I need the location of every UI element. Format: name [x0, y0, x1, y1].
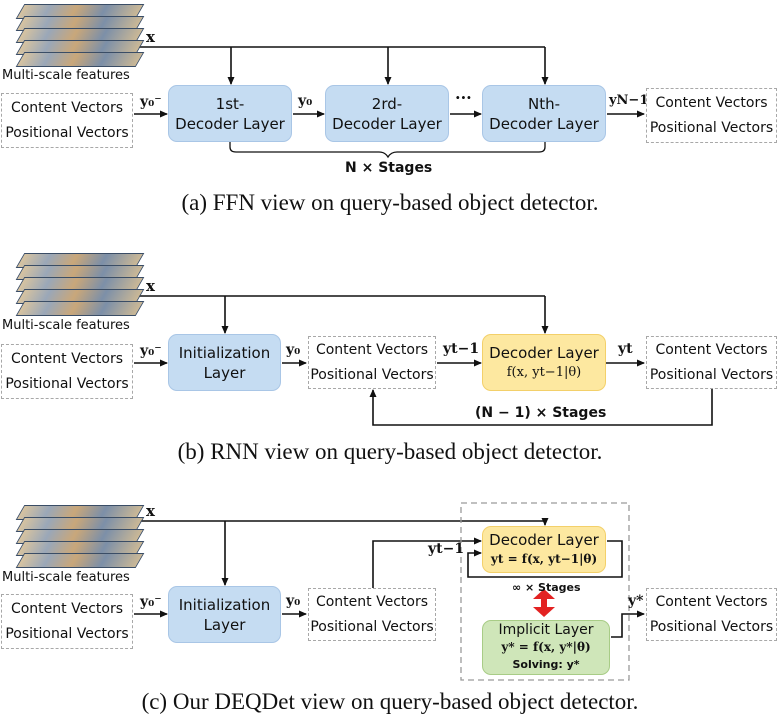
decoder-layer-n: Nth- Decoder Layer — [482, 85, 606, 142]
multi-scale-label-a: Multi-scale features — [2, 68, 130, 83]
multi-scale-label-c: Multi-scale features — [2, 570, 130, 585]
output-vectors-c: Content Vectors Positional Vectors — [646, 588, 777, 641]
y-star-label-c: y* — [628, 593, 644, 609]
decoder-layer-b: Decoder Layer f(x, yt−1|θ) — [482, 334, 606, 391]
y-t-minus-1-label-b: yt−1 — [443, 341, 480, 357]
input-vectors-c: Content Vectors Positional Vectors — [1, 594, 133, 649]
equivalence-arrow — [533, 589, 555, 617]
y-t-minus-1-label-c: yt−1 — [428, 541, 465, 557]
infinite-stages-label: ∞ × Stages — [512, 581, 581, 594]
y0-label-a: y₀ — [298, 93, 313, 109]
implicit-layer-c: Implicit Layer y* = f(x, y*|θ) Solving: … — [482, 620, 610, 675]
ellipsis: ··· — [455, 88, 472, 107]
y0-minus-label-b: y₀⁻ — [140, 343, 162, 359]
recurrent-loop-b — [369, 389, 713, 426]
decoder-layer-2: 2rd- Decoder Layer — [325, 85, 449, 142]
deq-dashed-region — [460, 502, 630, 681]
feature-map-stack-b — [6, 253, 145, 321]
y-n-minus-1-label: yN−1 — [609, 93, 649, 108]
caption-a: (a) FFN view on query-based object detec… — [181, 190, 599, 215]
initialization-layer-b: Initialization Layer — [168, 334, 281, 391]
output-vectors-a: Content Vectors Positional Vectors — [646, 88, 777, 143]
multi-scale-label-b: Multi-scale features — [2, 318, 130, 333]
infinite-loop-c — [467, 540, 623, 578]
positional-vectors-label: Positional Vectors — [5, 124, 129, 141]
feature-map-stack-a — [6, 4, 145, 72]
decoder-layer-1: 1st- Decoder Layer — [168, 85, 292, 142]
initialization-layer-c: Initialization Layer — [168, 586, 281, 643]
y-t-label-b: yt — [618, 341, 633, 357]
caption-b: (b) RNN view on query-based object detec… — [177, 439, 603, 464]
y0-label-b: y₀ — [286, 342, 301, 358]
x-label-b: x — [146, 277, 155, 295]
x-label-a: x — [146, 28, 155, 46]
y0-minus-label-a: y₀⁻ — [140, 94, 162, 110]
feature-map-stack-c — [6, 505, 145, 573]
y0-minus-label-c: y₀⁻ — [140, 594, 162, 610]
decoder-layer-c: Decoder Layer yt = f(x, yt−1|θ) — [482, 526, 606, 573]
n-stages-label: N × Stages — [345, 160, 433, 176]
intermediate-vectors-c: Content Vectors Positional Vectors — [308, 588, 436, 641]
input-vectors-a: Content Vectors Positional Vectors — [1, 93, 133, 148]
caption-c: (c) Our DEQDet view on query-based objec… — [141, 689, 639, 714]
x-label-c: x — [146, 502, 155, 520]
output-vectors-b: Content Vectors Positional Vectors — [646, 336, 777, 389]
input-vectors-b: Content Vectors Positional Vectors — [1, 344, 133, 399]
y0-label-c: y₀ — [286, 593, 301, 609]
n-minus-1-stages-label: (N − 1) × Stages — [475, 405, 607, 421]
content-vectors-label: Content Vectors — [10, 99, 124, 116]
stages-brace-a — [229, 142, 546, 159]
intermediate-vectors-b: Content Vectors Positional Vectors — [308, 336, 436, 389]
